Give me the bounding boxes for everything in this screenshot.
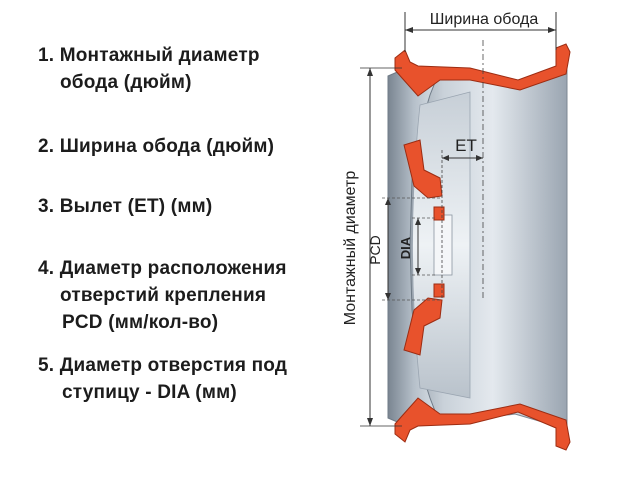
arrowhead: [385, 293, 391, 300]
legend-line: 4. Диаметр расположения: [38, 258, 287, 279]
arrowhead: [415, 218, 421, 225]
legend-line: 1. Монтажный диаметр: [38, 45, 260, 66]
legend-line: PCD (мм/кол-во): [62, 312, 219, 333]
legend: 1. Монтажный диаметр обода (дюйм) 2. Шир…: [38, 42, 287, 406]
arrowhead: [405, 27, 413, 33]
legend-item-mount-diameter: 1. Монтажный диаметр обода (дюйм): [38, 42, 260, 96]
legend-item-rim-width: 2. Ширина обода (дюйм): [38, 133, 274, 160]
arrowhead: [476, 155, 483, 161]
legend-line: 3. Вылет (ET) (мм): [38, 196, 213, 217]
arrowhead: [385, 198, 391, 205]
arrowhead: [548, 27, 556, 33]
dia-label: DIA: [398, 236, 413, 259]
arrowhead: [415, 268, 421, 275]
legend-item-pcd: 4. Диаметр расположения отверстий крепле…: [38, 255, 287, 336]
bolt-section-lower: [433, 283, 445, 298]
rim-width-label: Ширина обода: [430, 11, 539, 28]
bolt-section-upper: [433, 206, 445, 221]
arrowhead: [442, 155, 449, 161]
legend-line: 2. Ширина обода (дюйм): [38, 136, 275, 157]
mount-diameter-label: Монтажный диаметр: [342, 171, 359, 326]
rim-section-top: [394, 43, 571, 97]
disc-section-lower: [403, 297, 443, 356]
disc-section-upper: [403, 139, 443, 199]
legend-line: ступицу - DIA (мм): [62, 382, 237, 403]
arrowhead: [367, 418, 373, 426]
arrowhead: [367, 68, 373, 76]
wheel-rim-diagram: Ширина обода Монтажный диаметр ET PCD DI…: [342, 11, 571, 451]
pcd-label: PCD: [367, 235, 383, 265]
legend-line: отверстий крепления: [60, 285, 267, 306]
legend-item-dia: 5. Диаметр отверстия под ступицу - DIA (…: [38, 352, 287, 406]
legend-line: 5. Диаметр отверстия под: [38, 355, 288, 376]
et-label: ET: [455, 136, 477, 155]
legend-line: обода (дюйм): [60, 72, 192, 93]
hub-bore: [433, 214, 453, 276]
legend-item-offset-et: 3. Вылет (ET) (мм): [38, 193, 212, 220]
rim-section-bottom: [394, 397, 571, 451]
